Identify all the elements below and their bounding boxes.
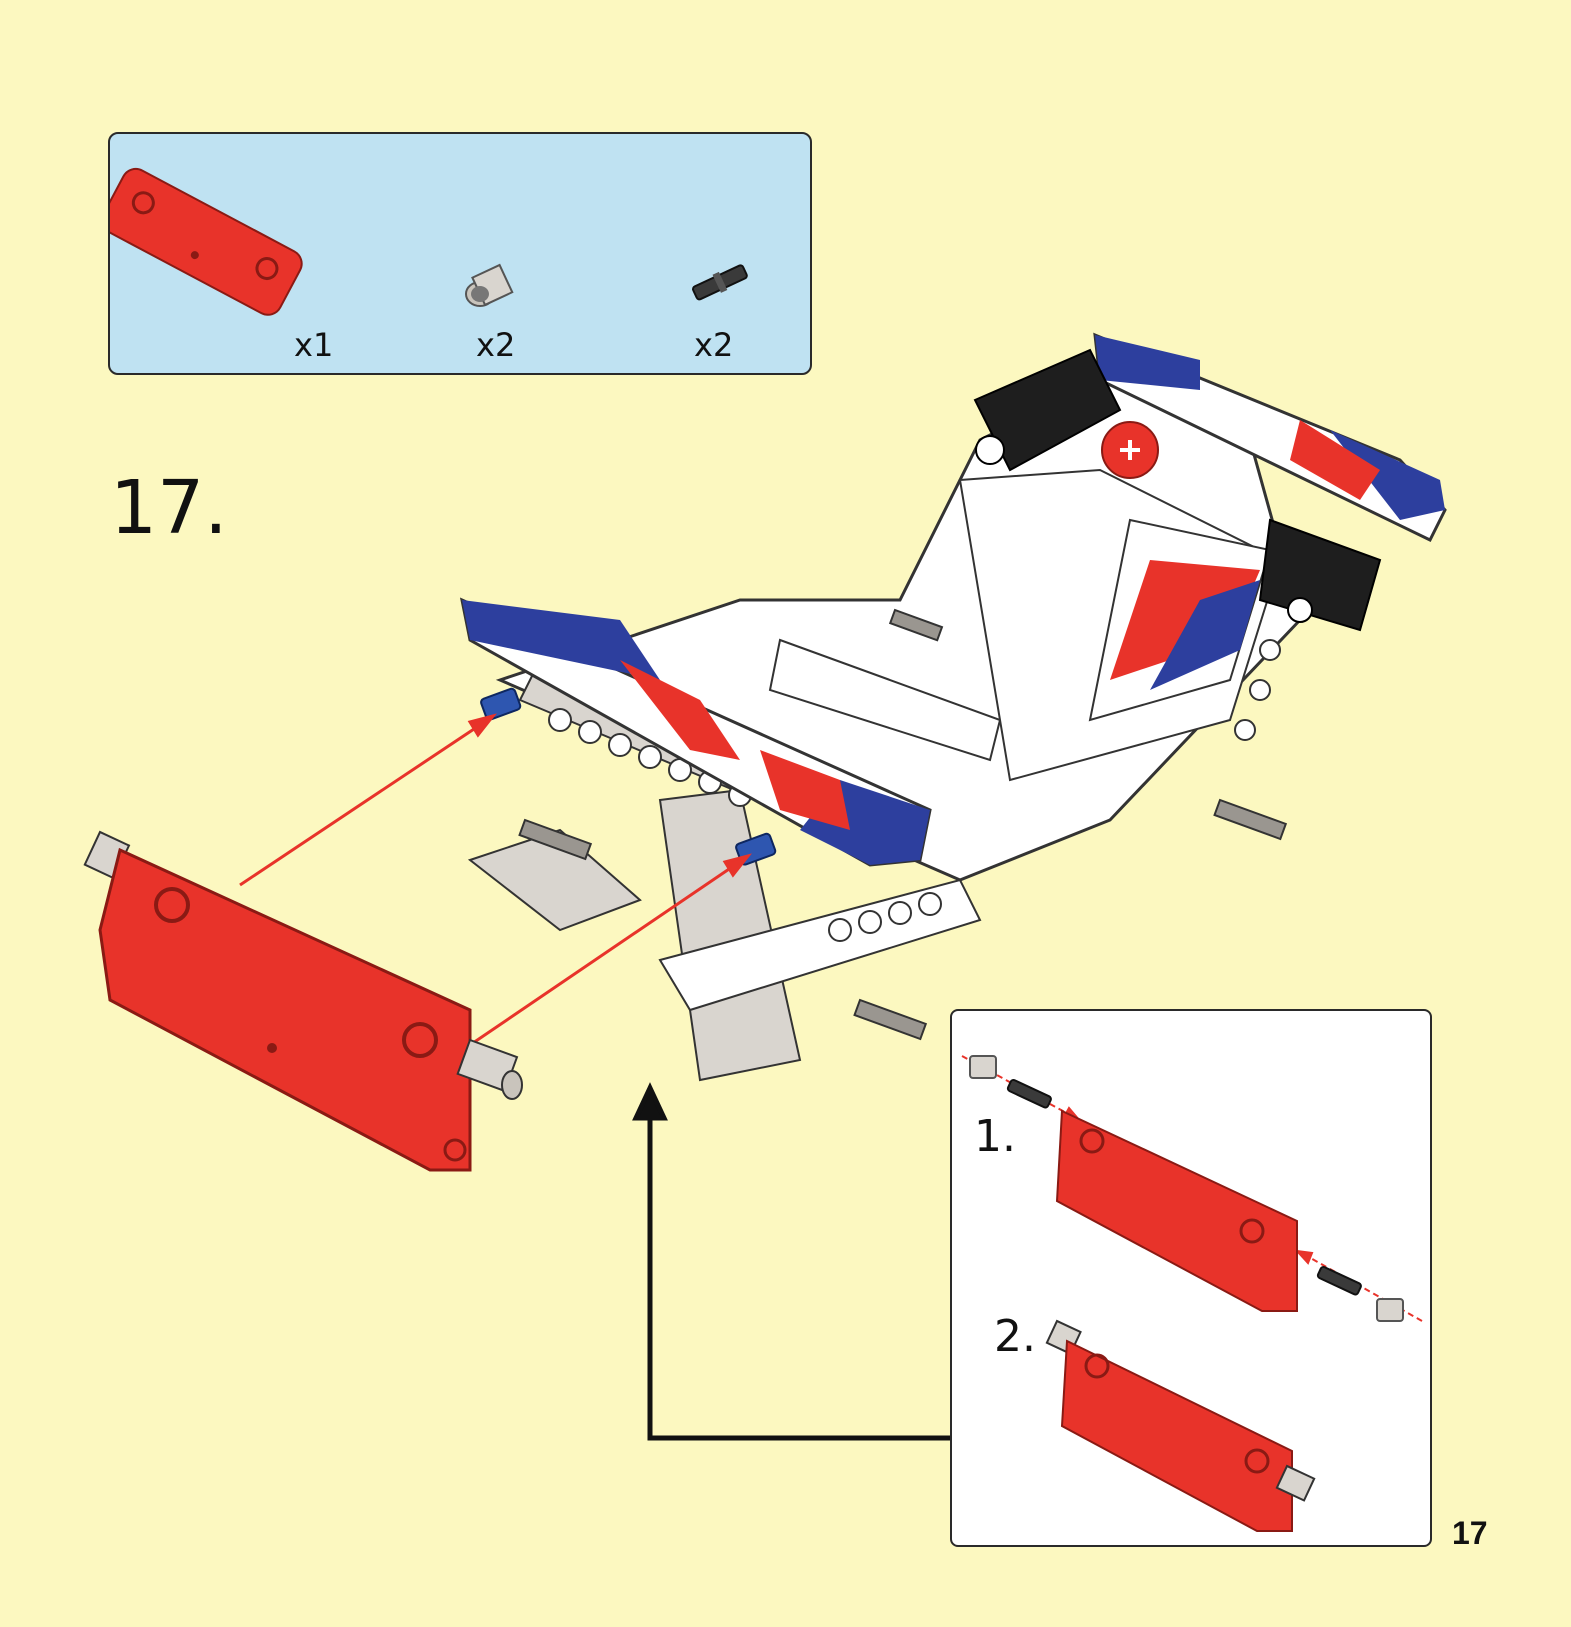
chassis-model: [467, 378, 1302, 1082]
subassembly-drawing: [961, 1055, 1423, 1532]
pin-icon: [1006, 1078, 1052, 1109]
substep-1-label: 1.: [974, 1111, 1016, 1162]
page-number: 17: [1452, 1515, 1488, 1551]
qty-pin: x2: [694, 326, 734, 364]
red-panel-step2: [1045, 1319, 1316, 1532]
blue-pins: [480, 687, 777, 866]
red-panel-icon: [110, 167, 303, 316]
qty-bush: x2: [476, 326, 516, 364]
substep-connector-arrow: [632, 1082, 950, 1441]
red-panel-step1: [1055, 1109, 1298, 1312]
red-hub: [1101, 421, 1159, 479]
subassembly-box: 1. 2.: [950, 1009, 1432, 1547]
bush-icon: [465, 263, 514, 307]
parts-list-box: x1 x2 x2: [108, 132, 812, 375]
bush-icon: [1376, 1298, 1404, 1322]
engine-blocks: [973, 348, 1382, 632]
assembly-arrows: [239, 713, 752, 1047]
parts-list-drawing: [110, 167, 748, 316]
rear-wing-decal: [1093, 332, 1447, 542]
front-wing-decal: [459, 597, 932, 867]
pin-icon: [692, 264, 748, 301]
bush-icon: [969, 1055, 997, 1079]
red-panel: [83, 830, 523, 1172]
side-decal: [1088, 518, 1272, 722]
qty-red-panel: x1: [294, 326, 334, 364]
substep-2-label: 2.: [994, 1311, 1036, 1362]
pin-icon: [1316, 1265, 1362, 1296]
step-number: 17.: [110, 465, 228, 551]
